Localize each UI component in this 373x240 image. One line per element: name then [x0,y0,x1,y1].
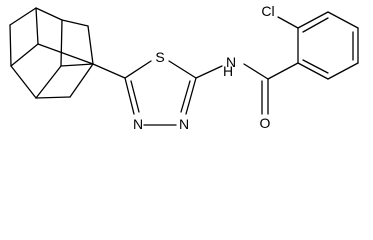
bond [124,77,135,115]
bond [60,19,63,67]
bond [297,62,329,80]
bond [10,65,37,99]
bond [185,77,197,115]
bond [9,7,37,26]
bond [130,80,140,113]
bond [60,63,94,67]
amide-hydrogen-label: H [223,63,233,79]
oxygen-atom-label: O [260,115,271,131]
bond [61,19,89,27]
chlorophenyl-ring [267,11,359,80]
bond-adamantane-thiadiazole [92,63,126,79]
ring-nitrogen-left-label: N [133,116,143,132]
bond [37,43,94,65]
bond [35,96,71,99]
adamantane-group [9,7,94,99]
bond [267,62,299,80]
bond [297,11,329,29]
bond [124,60,152,79]
sulfur-atom-label: S [155,49,164,65]
chlorine-atom-label: Cl [261,3,274,19]
bond [327,11,359,29]
bond [35,65,62,99]
bond [10,43,39,67]
bond [69,63,94,98]
bond-thiadiazole-nh [195,65,223,79]
bond [302,59,329,74]
bond [87,25,94,65]
bond-ring-cl [277,16,299,29]
bond [35,7,39,45]
bond-nh-carbonyl [243,63,269,80]
ring-nitrogen-right-label: N [179,116,189,132]
bond [168,60,197,79]
bond [327,62,359,80]
amide-nitrogen-label: N [226,54,236,70]
bond [302,17,329,33]
bond [9,24,12,67]
bond [35,7,63,21]
thiadiazole-ring [124,60,197,126]
bond [180,80,191,113]
molecule-structure: S N H N N Cl O [9,3,359,132]
